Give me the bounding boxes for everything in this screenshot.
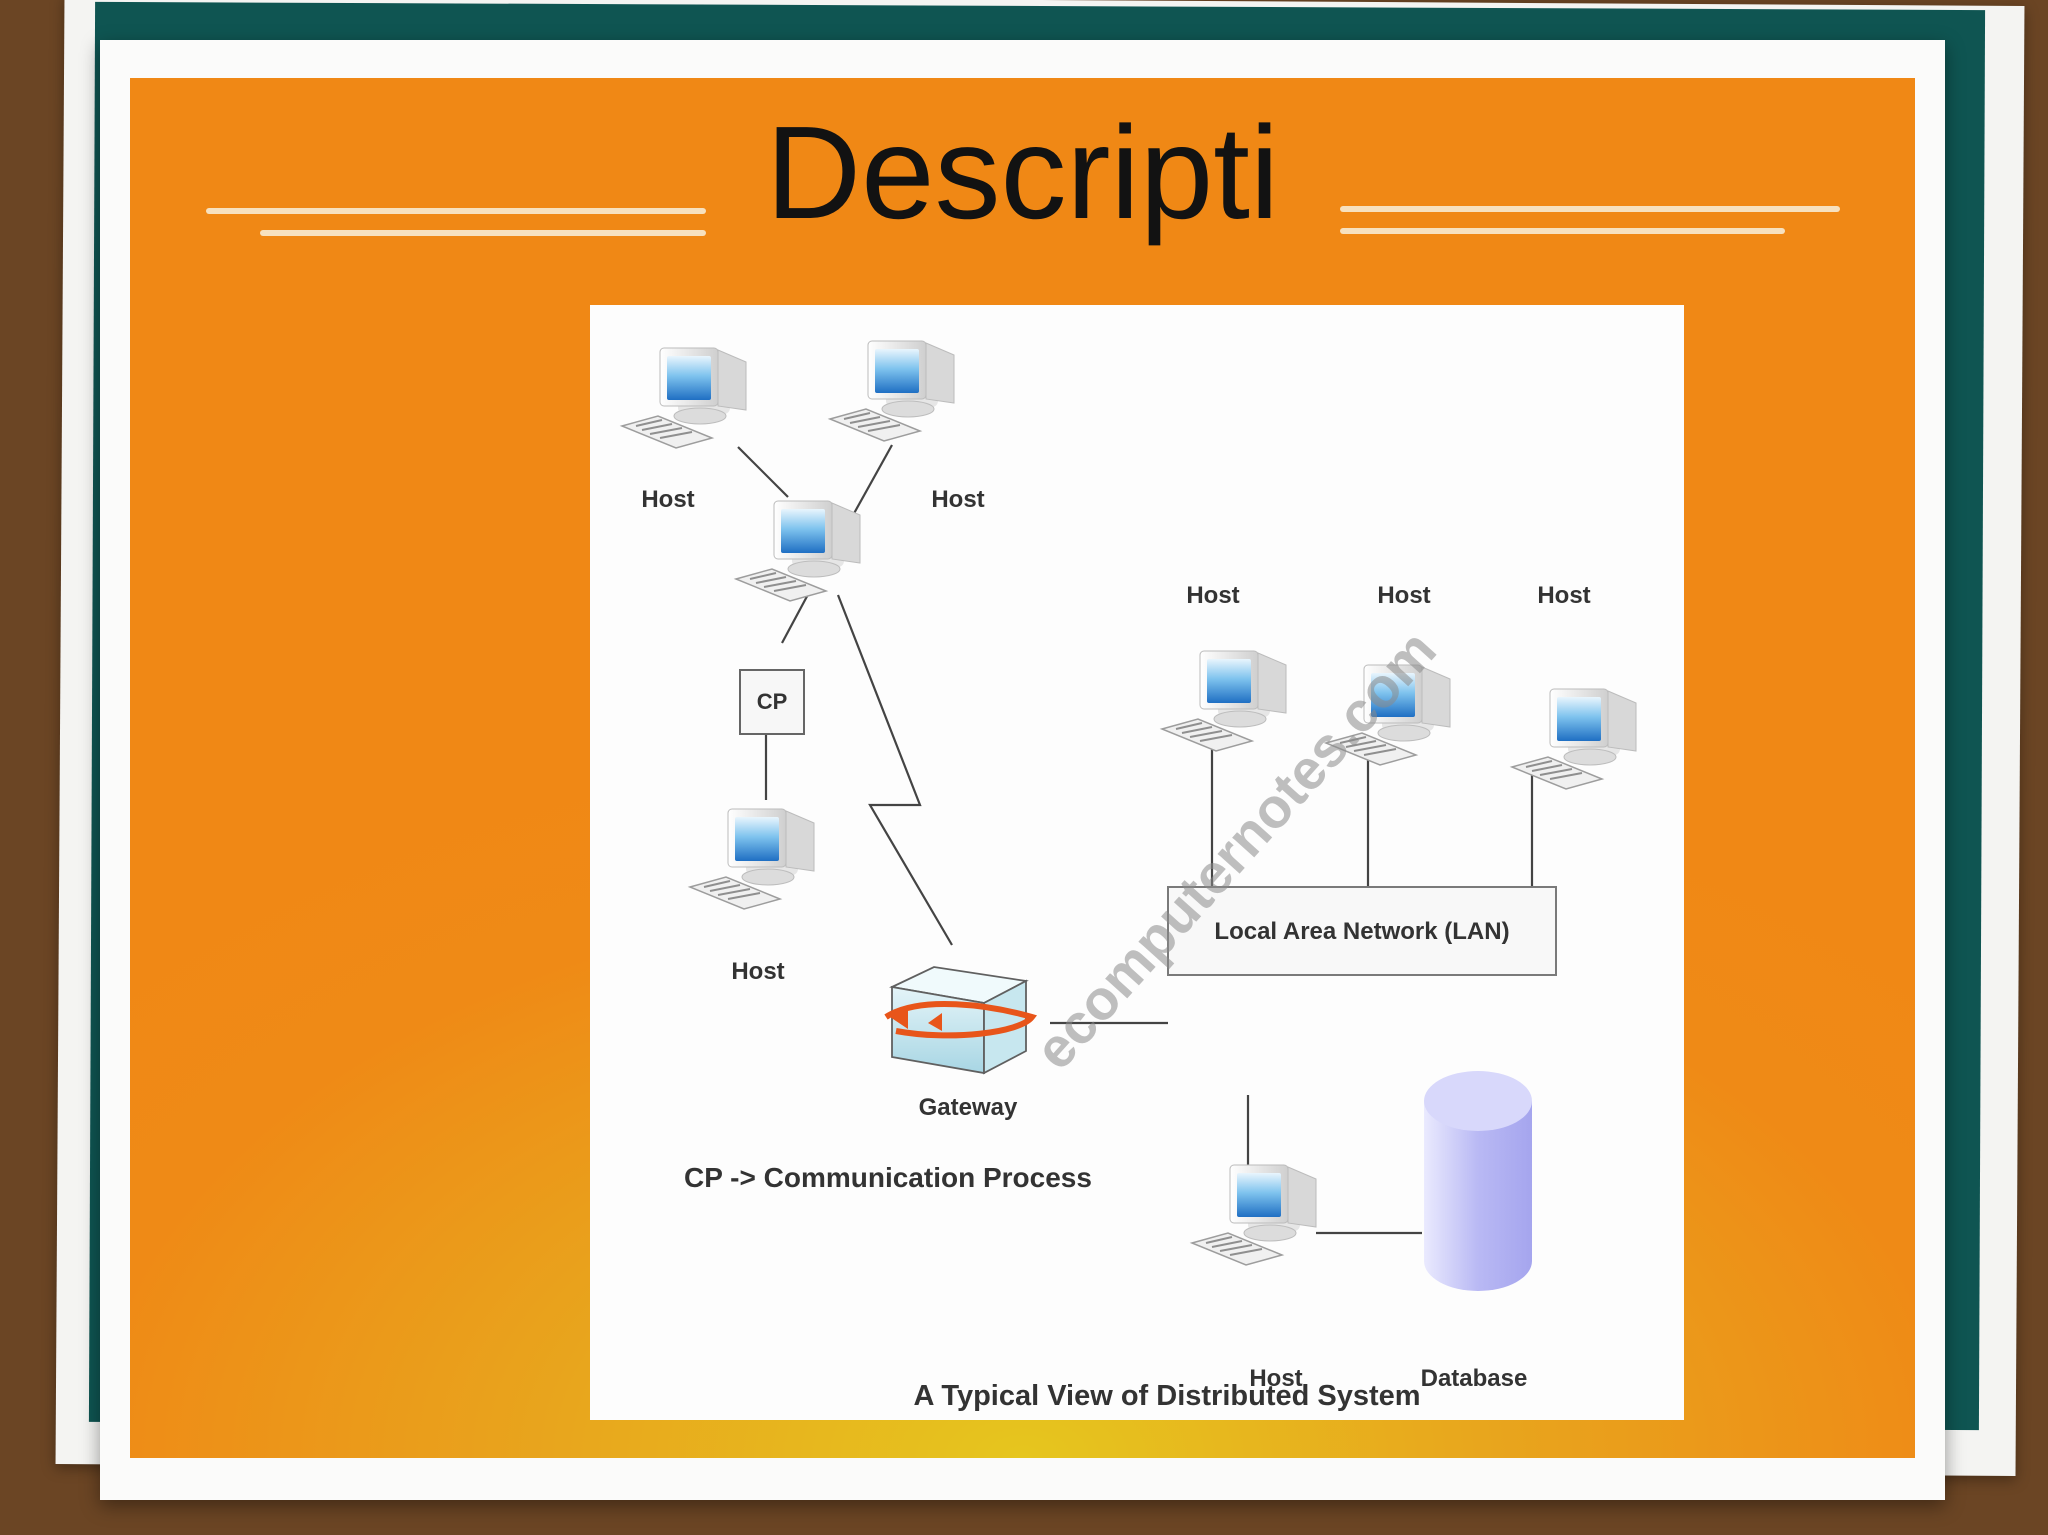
host-label: Host <box>1249 1365 1302 1392</box>
gateway-label: Gateway <box>919 1094 1018 1121</box>
computer-icon <box>735 500 861 602</box>
computer-icon <box>1161 650 1287 752</box>
diagram-panel: CP Local Area Network (LAN) Host Host <box>590 305 1684 1420</box>
connection-lines <box>737 444 1534 1235</box>
host-label: Host <box>641 486 694 513</box>
title-decoration-line <box>260 230 706 236</box>
lan-box-label: Local Area Network (LAN) <box>1214 918 1509 945</box>
gateway-icon <box>884 966 1038 1075</box>
distributed-system-diagram: CP Local Area Network (LAN) Host Host <box>621 340 1637 1412</box>
slide-title: Descripti on <box>130 78 1915 418</box>
host-label: Host <box>1186 582 1239 609</box>
computer-icon <box>689 808 815 910</box>
host-label: Host <box>731 958 784 985</box>
database-label: Database <box>1421 1365 1528 1392</box>
computer-icon <box>1191 1164 1317 1266</box>
slide: Descripti on <box>130 78 1915 1458</box>
host-label: Host <box>1377 582 1430 609</box>
cp-box-label: CP <box>757 689 788 714</box>
computer-icon <box>621 347 747 449</box>
diagram-caption: A Typical View of Distributed System <box>913 1380 1420 1412</box>
title-decoration-line <box>1340 206 1840 212</box>
database-icon <box>1424 1071 1532 1291</box>
cp-box <box>739 669 805 735</box>
host-label: Host <box>1537 582 1590 609</box>
title-decoration-line <box>1340 228 1785 234</box>
lan-box <box>1167 886 1557 976</box>
host-label: Host <box>931 486 984 513</box>
title-decoration-line <box>206 208 706 214</box>
slide-title-line1: Descripti <box>765 99 1280 246</box>
cp-legend: CP -> Communication Process <box>684 1162 1092 1193</box>
computer-icon <box>829 340 955 442</box>
computer-icon <box>1511 688 1637 790</box>
